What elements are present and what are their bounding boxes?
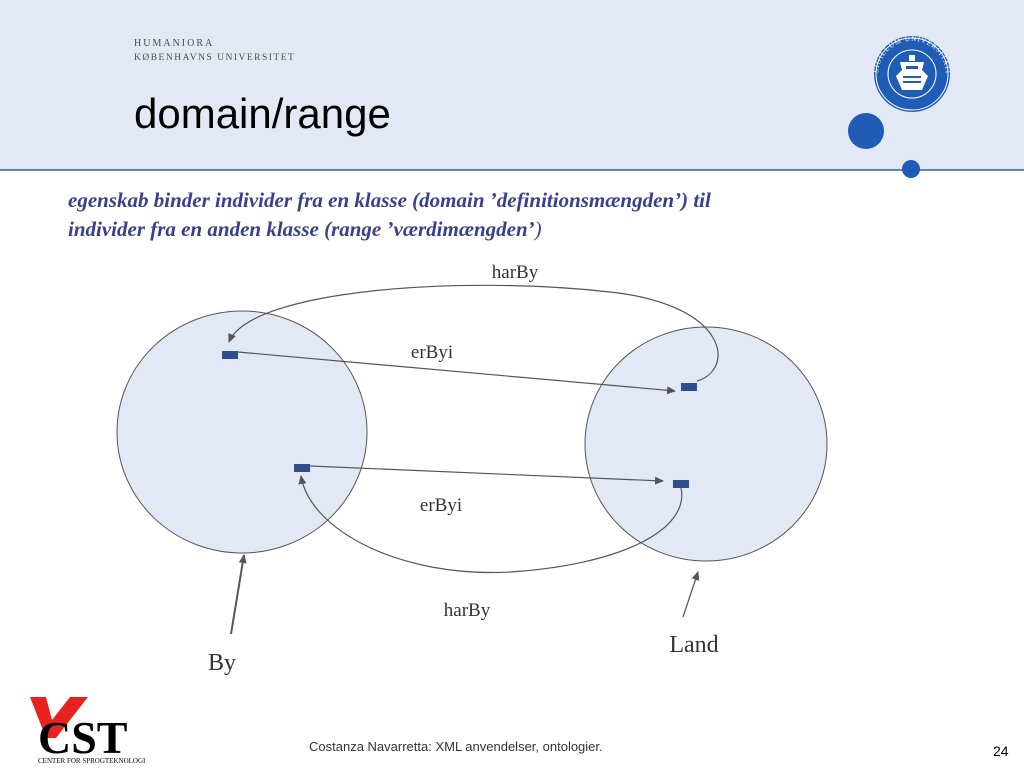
erbyi-label-lower: erByi — [420, 495, 462, 516]
land-pointer-arrow — [682, 571, 700, 618]
subtitle-line2: individer fra en anden klasse (range ’væ… — [68, 217, 535, 241]
individual-land-2 — [673, 480, 689, 488]
seal-text: SIGILLUM UNIVERSITATIS HAFNIENSIS — [0, 0, 952, 74]
erbyi-arrow-lower — [309, 465, 664, 485]
header-divider — [0, 169, 1024, 171]
logo-caption: CENTER FOR SPROGTEKNOLOGI — [38, 757, 146, 765]
decor-dot-small — [902, 160, 920, 178]
page-number: 24 — [993, 743, 1009, 759]
harby-arc-bottom — [298, 475, 683, 574]
individual-by-2 — [294, 464, 310, 472]
harby-arc-top — [228, 284, 719, 382]
erbyi-label-upper: erByi — [411, 342, 453, 363]
decor-dot-large — [848, 113, 884, 149]
by-pointer-arrow — [230, 554, 247, 635]
university-seal-icon: SIGILLUM UNIVERSITATIS HAFNIENSIS — [0, 0, 952, 112]
cst-logo: CST CENTER FOR SPROGTEKNOLOGI — [30, 697, 146, 765]
university-name: KØBENHAVNS UNIVERSITET — [134, 53, 296, 63]
logo-red-swoosh — [30, 697, 88, 738]
range-class-circle — [584, 326, 828, 562]
erbyi-arrow-upper — [237, 351, 676, 395]
subtitle-line2-end: ) — [534, 217, 542, 241]
logo-text: CST — [38, 712, 127, 763]
page-title: domain/range — [134, 90, 391, 137]
individual-land-1 — [681, 383, 697, 391]
harby-label-top: harBy — [492, 262, 539, 283]
domain-class-circle — [116, 310, 368, 554]
land-class-label: Land — [669, 632, 718, 658]
by-class-label: By — [208, 650, 236, 676]
footer-credit: Costanza Navarretta: XML anvendelser, on… — [309, 739, 603, 754]
individual-by-1 — [222, 351, 238, 359]
subtitle: egenskab binder individer fra en klasse … — [68, 186, 928, 244]
harby-label-bottom: harBy — [444, 600, 491, 621]
faculty-name: HUMANIORA — [134, 38, 215, 49]
subtitle-line1: egenskab binder individer fra en klasse … — [68, 188, 711, 212]
